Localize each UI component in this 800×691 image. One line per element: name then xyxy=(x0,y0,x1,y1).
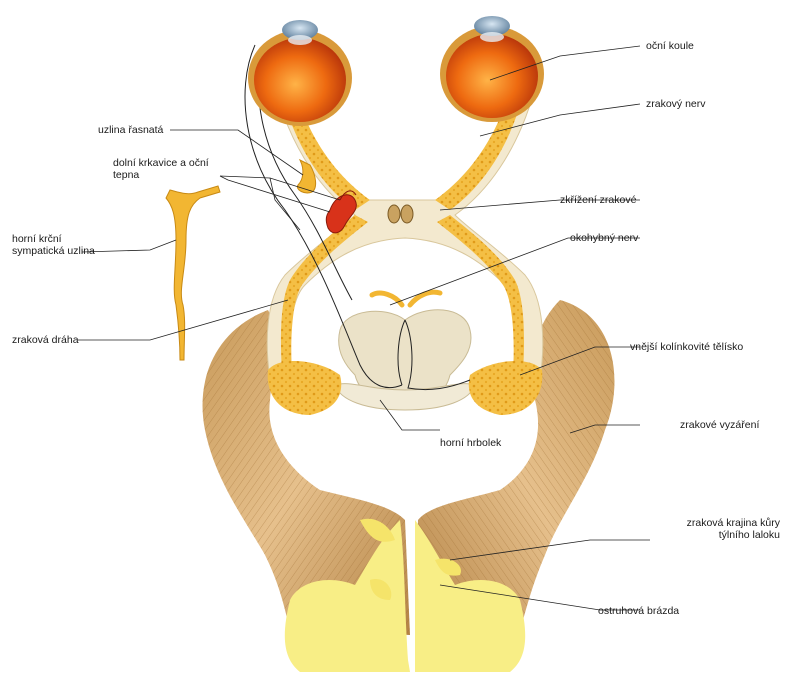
label-horni-hrbolek: horní hrbolek xyxy=(440,437,501,449)
label-zrakovy-nerv: zrakový nerv xyxy=(646,98,706,110)
label-horni-krcni-line2: sympatická uzlina xyxy=(12,245,95,257)
label-zrakova-draha: zraková dráha xyxy=(12,334,79,346)
label-kura-line1: zraková krajina kůry xyxy=(687,517,780,529)
leader-horni-krcni xyxy=(82,240,176,252)
lateral-geniculate-body-right xyxy=(469,361,543,415)
label-dolni-krkavice-line2: tepna xyxy=(113,169,139,181)
eyeball-left xyxy=(248,20,352,126)
label-zrakove-vyzareni: zrakové vyzáření xyxy=(680,419,759,431)
label-horni-krcni-line1: horní krční xyxy=(12,233,62,245)
midbrain xyxy=(335,310,475,410)
label-ocni-koule: oční koule xyxy=(646,40,694,52)
lateral-geniculate-body-left xyxy=(268,361,342,415)
label-uzlina-rasnata: uzlina řasnatá xyxy=(98,124,163,136)
label-kura-line2: týlního laloku xyxy=(719,529,780,541)
label-ostruhova: ostruhová brázda xyxy=(598,605,679,617)
superior-cervical-ganglion xyxy=(166,186,220,360)
label-zkrizeni: zkřížení zrakové xyxy=(560,194,636,206)
label-dolni-krkavice-line1: dolní krkavice a oční xyxy=(113,157,209,169)
label-okohybny: okohybný nerv xyxy=(570,232,638,244)
eyeball-right xyxy=(440,16,544,122)
label-vnejsi: vnější kolínkovité tělísko xyxy=(630,341,743,353)
